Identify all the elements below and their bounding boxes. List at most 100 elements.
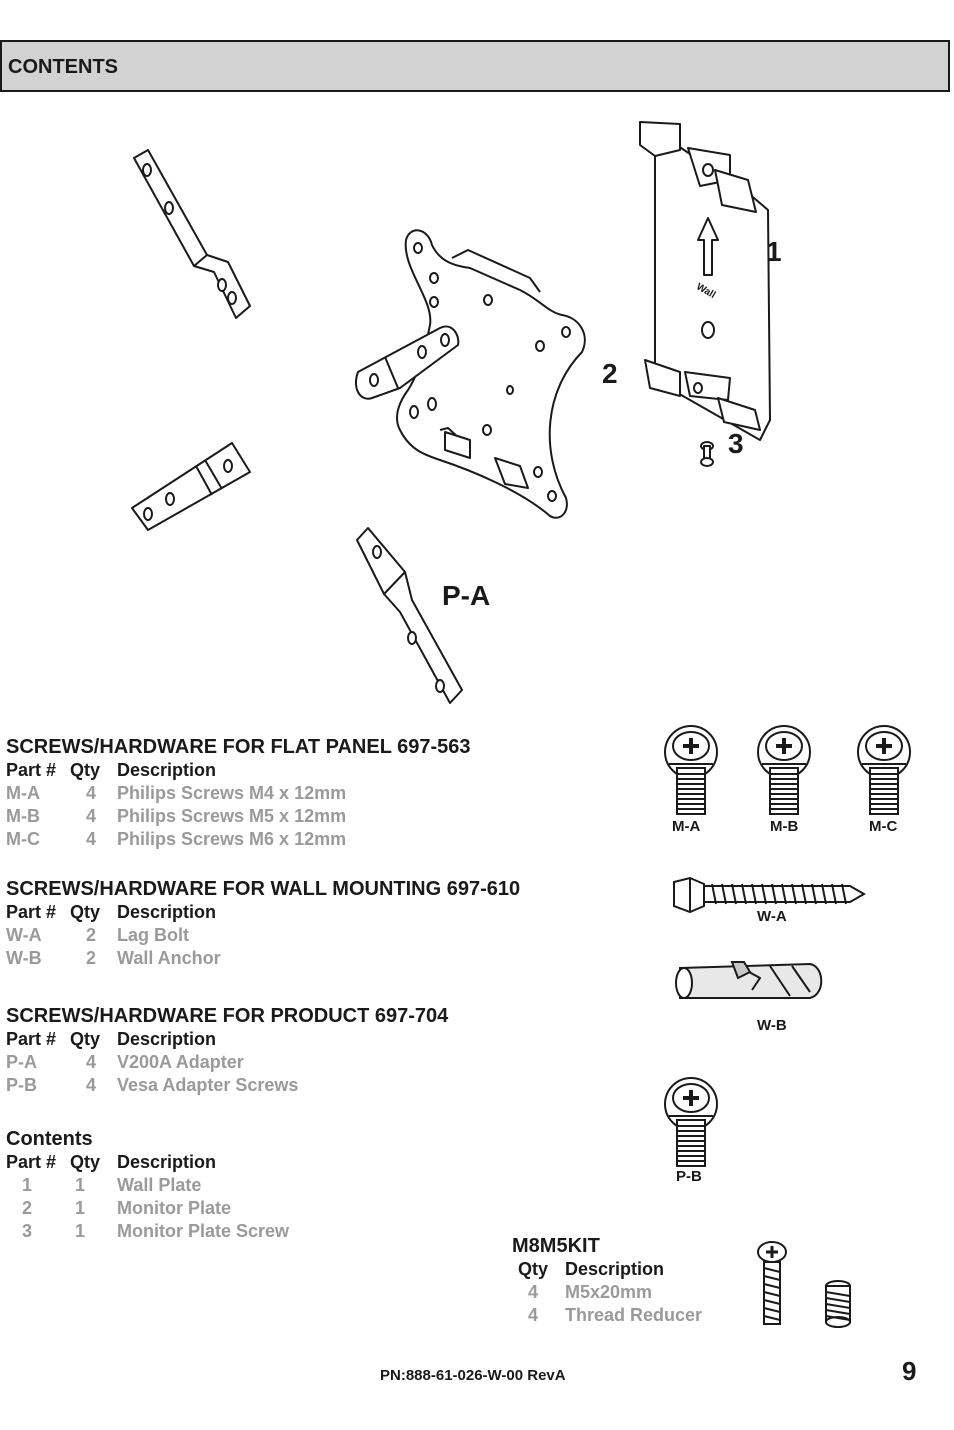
- screw-icon-m5x20: [757, 1241, 787, 1325]
- hardware-label: W-B: [757, 1017, 787, 1034]
- description-cell: M5x20mm: [565, 1282, 653, 1302]
- table-row: 2 1 Monitor Plate: [6, 1197, 231, 1220]
- description-cell: Wall Plate: [117, 1175, 202, 1195]
- qty-cell: 4: [528, 1305, 539, 1325]
- table-row: W-B 2 Wall Anchor: [6, 947, 520, 970]
- table-row: M-C 4 Philips Screws M6 x 12mm: [6, 828, 471, 851]
- screw-icon-m-c: [856, 724, 912, 816]
- monitor-plate: [354, 229, 586, 519]
- adapter-arm-bottom: [356, 527, 463, 704]
- adapter-callout: P-A: [442, 580, 491, 611]
- part-cell: M-C: [6, 829, 40, 849]
- description-cell: Wall Anchor: [117, 948, 221, 968]
- qty-cell: 1: [75, 1198, 86, 1218]
- part-cell: 2: [22, 1198, 33, 1218]
- hardware-label: M-C: [869, 818, 898, 835]
- table-row: P-A 4 V200A Adapter: [6, 1051, 448, 1074]
- col-qty: Qty: [70, 1152, 101, 1172]
- col-qty: Qty: [70, 760, 101, 780]
- monitor-plate-callout: 2: [602, 358, 618, 389]
- table-row: 1 1 Wall Plate: [6, 1174, 201, 1197]
- part-cell: M-A: [6, 783, 40, 803]
- table-row: 3 1 Monitor Plate Screw: [6, 1220, 289, 1243]
- thread-reducer-icon: [825, 1280, 851, 1328]
- description-cell: Monitor Plate Screw: [117, 1221, 290, 1241]
- m8m5kit-section: M8M5KIT Qty Description 4 M5x20mm 4 Thre…: [512, 1234, 702, 1327]
- table-header-row: Part # Qty Description: [6, 901, 520, 924]
- section-title: SCREWS/HARDWARE FOR PRODUCT 697-704: [6, 1005, 449, 1027]
- col-description: Description: [117, 1029, 217, 1049]
- table-row: M-A 4 Philips Screws M4 x 12mm: [6, 782, 471, 805]
- part-cell: W-A: [6, 925, 42, 945]
- col-part: Part #: [6, 1152, 57, 1172]
- part-number-footer: PN:888-61-026-W-00 RevA: [380, 1367, 566, 1384]
- col-qty: Qty: [70, 902, 101, 922]
- qty-cell: 4: [86, 829, 97, 849]
- qty-cell: 4: [86, 806, 97, 826]
- col-description: Description: [117, 760, 217, 780]
- part-cell: P-A: [6, 1052, 37, 1072]
- hardware-label: W-A: [757, 908, 787, 925]
- description-cell: Monitor Plate: [117, 1198, 232, 1218]
- table-header-row: Part # Qty Description: [6, 1028, 448, 1051]
- table-row: W-A 2 Lag Bolt: [6, 924, 520, 947]
- header-title: CONTENTS: [8, 56, 118, 78]
- part-cell: 1: [22, 1175, 33, 1195]
- wall-mounting-hardware-section: SCREWS/HARDWARE FOR WALL MOUNTING 697-61…: [6, 877, 520, 970]
- table-header-row: Qty Description: [512, 1258, 664, 1281]
- monitor-plate-screw: [700, 441, 714, 467]
- hardware-label: M-B: [770, 818, 799, 835]
- qty-cell: 2: [86, 948, 97, 968]
- wall-plate: Wall: [639, 121, 771, 441]
- section-title: Contents: [6, 1128, 93, 1150]
- col-part: Part #: [6, 1029, 57, 1049]
- section-title: SCREWS/HARDWARE FOR FLAT PANEL 697-563: [6, 736, 471, 758]
- flat-panel-hardware-section: SCREWS/HARDWARE FOR FLAT PANEL 697-563 P…: [6, 735, 471, 851]
- qty-cell: 4: [86, 1075, 97, 1095]
- description-cell: Vesa Adapter Screws: [117, 1075, 299, 1095]
- col-part: Part #: [6, 902, 57, 922]
- contents-header: CONTENTS: [0, 40, 950, 92]
- qty-cell: 2: [86, 925, 97, 945]
- wall-plate-callout: 1: [766, 236, 782, 267]
- qty-cell: 4: [86, 783, 97, 803]
- description-cell: Philips Screws M6 x 12mm: [117, 829, 347, 849]
- lag-bolt-icon: [673, 876, 867, 914]
- description-cell: Philips Screws M5 x 12mm: [117, 806, 347, 826]
- section-title: SCREWS/HARDWARE FOR WALL MOUNTING 697-61…: [6, 878, 521, 900]
- wall-anchor-icon: [675, 961, 823, 999]
- adapter-arm-upper-left: [133, 149, 251, 319]
- col-part: Part #: [6, 760, 57, 780]
- description-cell: V200A Adapter: [117, 1052, 244, 1072]
- hardware-label: P-B: [676, 1168, 702, 1185]
- description-cell: Philips Screws M4 x 12mm: [117, 783, 347, 803]
- screw-icon-m-b: [756, 724, 812, 816]
- part-cell: M-B: [6, 806, 40, 826]
- screw-icon-p-b: [663, 1076, 719, 1168]
- table-header-row: Part # Qty Description: [6, 759, 471, 782]
- qty-cell: 4: [86, 1052, 97, 1072]
- table-row: 4 M5x20mm: [512, 1281, 652, 1304]
- table-header-row: Part # Qty Description: [6, 1151, 216, 1174]
- adapter-arm-lower-left: [131, 442, 251, 531]
- page-number: 9: [902, 1356, 917, 1386]
- contents-section: Contents Part # Qty Description 1 1 Wall…: [6, 1127, 289, 1243]
- screw-callout: 3: [728, 428, 744, 459]
- description-cell: Thread Reducer: [565, 1305, 703, 1325]
- part-cell: W-B: [6, 948, 42, 968]
- screw-icon-m-a: [663, 724, 719, 816]
- part-cell: P-B: [6, 1075, 37, 1095]
- table-row: M-B 4 Philips Screws M5 x 12mm: [6, 805, 471, 828]
- description-cell: Lag Bolt: [117, 925, 189, 945]
- qty-cell: 4: [528, 1282, 539, 1302]
- exploded-parts-illustration: Wall: [131, 121, 771, 704]
- hardware-label: M-A: [672, 818, 701, 835]
- col-qty: Qty: [70, 1029, 101, 1049]
- product-hardware-section: SCREWS/HARDWARE FOR PRODUCT 697-704 Part…: [6, 1004, 448, 1097]
- col-description: Description: [117, 902, 217, 922]
- qty-cell: 1: [75, 1221, 86, 1241]
- col-description: Description: [117, 1152, 217, 1172]
- table-row: P-B 4 Vesa Adapter Screws: [6, 1074, 448, 1097]
- qty-cell: 1: [75, 1175, 86, 1195]
- section-title: M8M5KIT: [512, 1235, 600, 1257]
